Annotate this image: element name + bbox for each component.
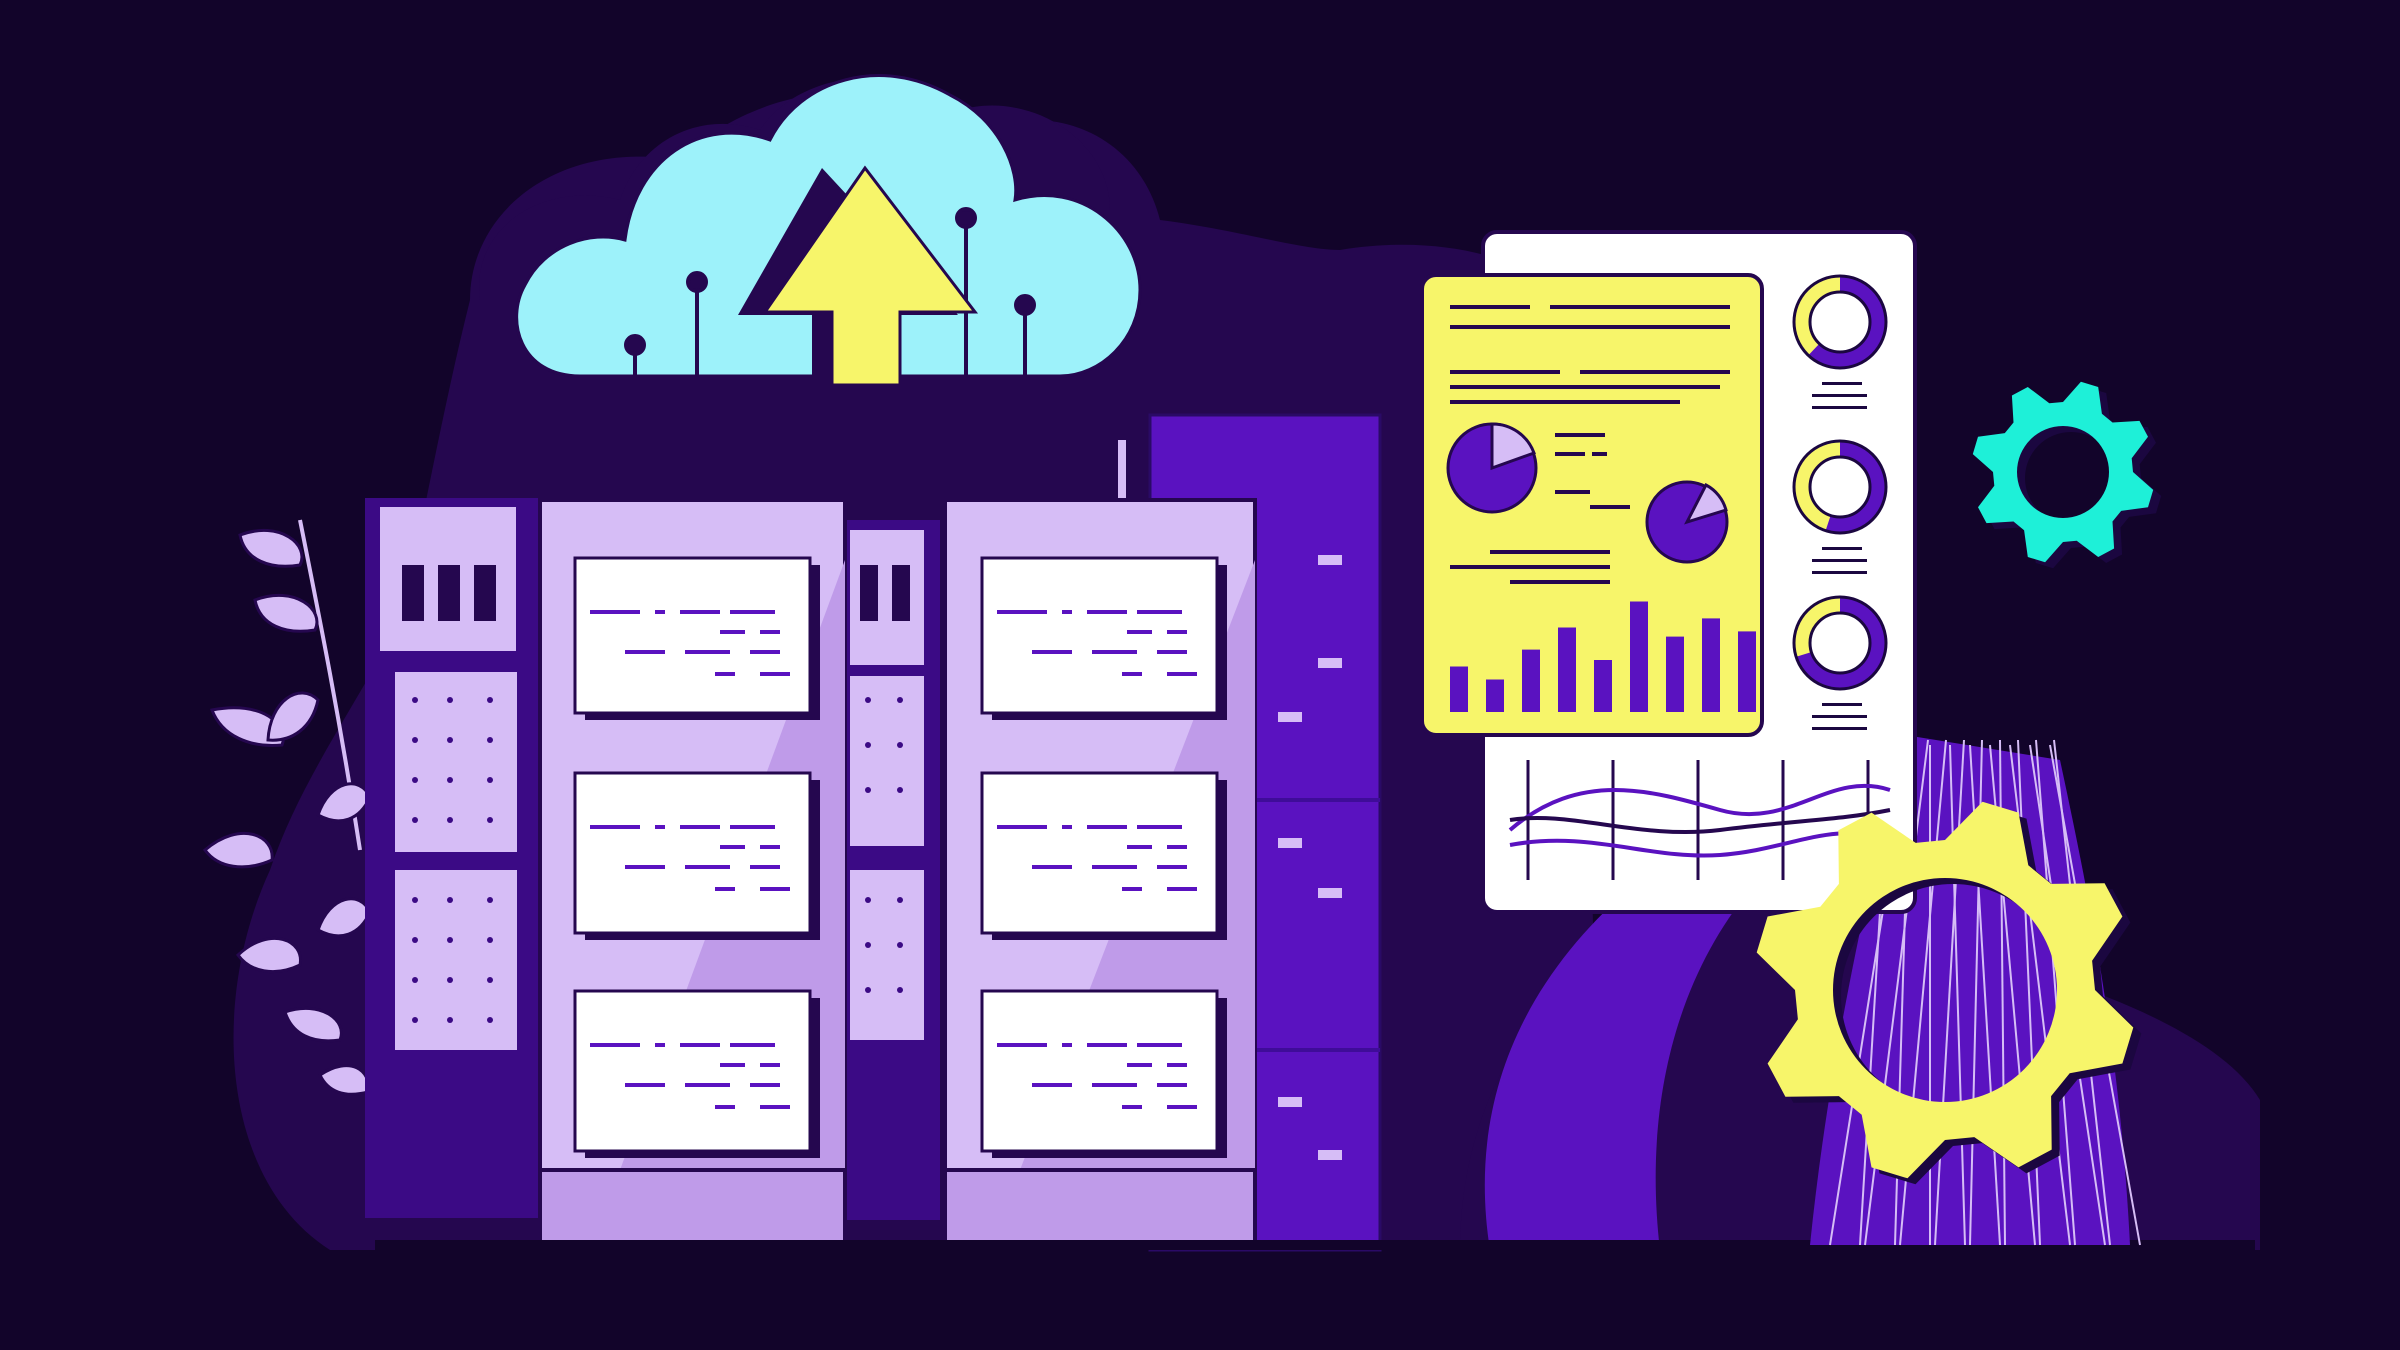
chart-bar (1450, 666, 1468, 712)
leaf-icon (238, 529, 304, 568)
donut-chart (1792, 595, 1888, 730)
chart-bar (1522, 649, 1540, 712)
donut-charts (1792, 274, 1888, 730)
upload-arrow-icon (738, 165, 979, 387)
chart-bar (1486, 679, 1504, 712)
chart-bar (1558, 627, 1576, 712)
report-card (1420, 273, 1764, 737)
leaf-icon (283, 1006, 343, 1043)
chart-bar (1594, 660, 1612, 712)
leaf-icon (253, 594, 319, 633)
chart-bar (1738, 631, 1756, 712)
leaf-icon (236, 936, 302, 974)
cloud (479, 74, 1142, 387)
server-screen (573, 556, 820, 720)
pie-chart (1446, 422, 1538, 514)
purple-road (1484, 776, 1841, 1250)
report-text-lines (1450, 305, 1730, 584)
chart-bar (1630, 601, 1648, 712)
server-screen (980, 771, 1227, 940)
back-rack-left (365, 498, 540, 1218)
leaf-icon (202, 831, 274, 869)
leaf-icon (209, 706, 285, 747)
server-screen (573, 989, 820, 1158)
plant (202, 519, 372, 1096)
cloud-circuit (624, 207, 1036, 376)
bar-chart (1450, 601, 1756, 712)
donut-chart (1792, 274, 1888, 409)
chart-bar (1666, 636, 1684, 712)
donut-chart (1792, 439, 1888, 574)
ground-line (375, 1240, 2255, 1250)
server-screen (980, 556, 1227, 720)
server-screen (980, 989, 1227, 1158)
server-rack-left (538, 498, 847, 1247)
server-screen (573, 771, 820, 940)
pie-chart (1645, 480, 1729, 564)
gear-icon (1756, 801, 2142, 1185)
chart-bar (1702, 618, 1720, 712)
gear-icon (1972, 381, 2162, 569)
leaf-icon (266, 691, 320, 742)
server-rack-right (943, 498, 1257, 1247)
back-rack-middle (845, 520, 940, 1220)
